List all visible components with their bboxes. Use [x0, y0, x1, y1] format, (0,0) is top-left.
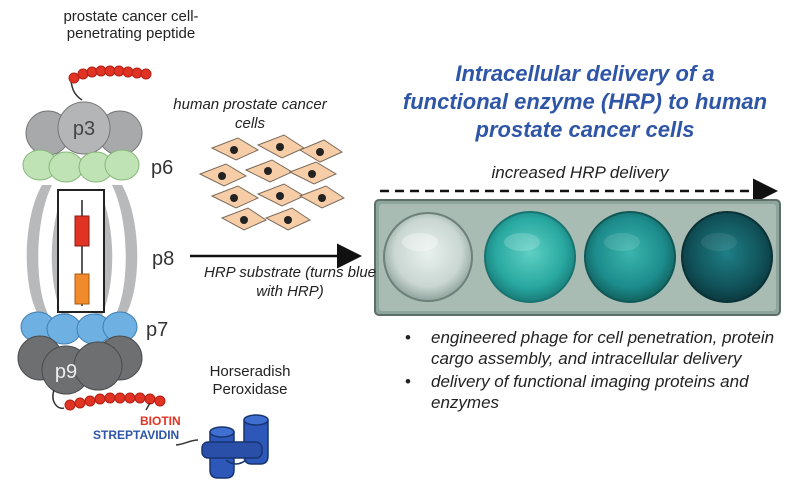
peptide-label: prostate cancer cell-penetrating peptide [63, 8, 199, 42]
p3-coat-protein [25, 101, 143, 156]
p3-label: p3 [73, 118, 95, 140]
bullet-item: • delivery of functional imaging proteins… [402, 371, 800, 413]
well-plate [374, 199, 781, 316]
top-peptide-chain [68, 65, 152, 101]
bullet-text: engineered phage for cell penetration, p… [431, 328, 775, 368]
bullet-text: delivery of functional imaging proteins … [431, 372, 749, 412]
p7-label: p7 [146, 319, 168, 341]
bullet-dot: • [405, 372, 411, 391]
bullet-dot: • [405, 328, 411, 347]
biotin-label: BIOTIN [140, 414, 181, 428]
well-1 [383, 212, 473, 302]
p6-coat-protein [22, 149, 140, 183]
p9-label: p9 [55, 361, 77, 383]
well-3 [584, 211, 676, 303]
bottom-peptide-chain [52, 389, 199, 446]
bullet-list: • engineered phage for cell penetration, … [402, 327, 800, 415]
cargo-bracket [57, 189, 105, 313]
hrp-protein [201, 414, 269, 479]
p9-coat-protein [17, 335, 143, 395]
hrp-label: Horseradish Peroxidase [209, 363, 291, 398]
figure-title: Intracellular delivery of a functional e… [402, 61, 768, 142]
well-2 [484, 211, 576, 303]
bullet-item: • engineered phage for cell penetration, … [402, 327, 800, 369]
streptavidin-label: STREPTAVIDIN [93, 428, 180, 442]
cancer-cells [198, 134, 346, 231]
cells-label: human prostate cancer cells [173, 96, 327, 132]
p8-coat-filaments [26, 185, 138, 318]
p7-coat-protein [20, 311, 138, 345]
well-4 [681, 211, 773, 303]
substrate-label: HRP substrate (turns blue with HRP) [203, 264, 377, 300]
p8-label: p8 [152, 248, 174, 270]
increase-label: increased HRP delivery [491, 163, 669, 182]
p6-label: p6 [151, 157, 173, 179]
